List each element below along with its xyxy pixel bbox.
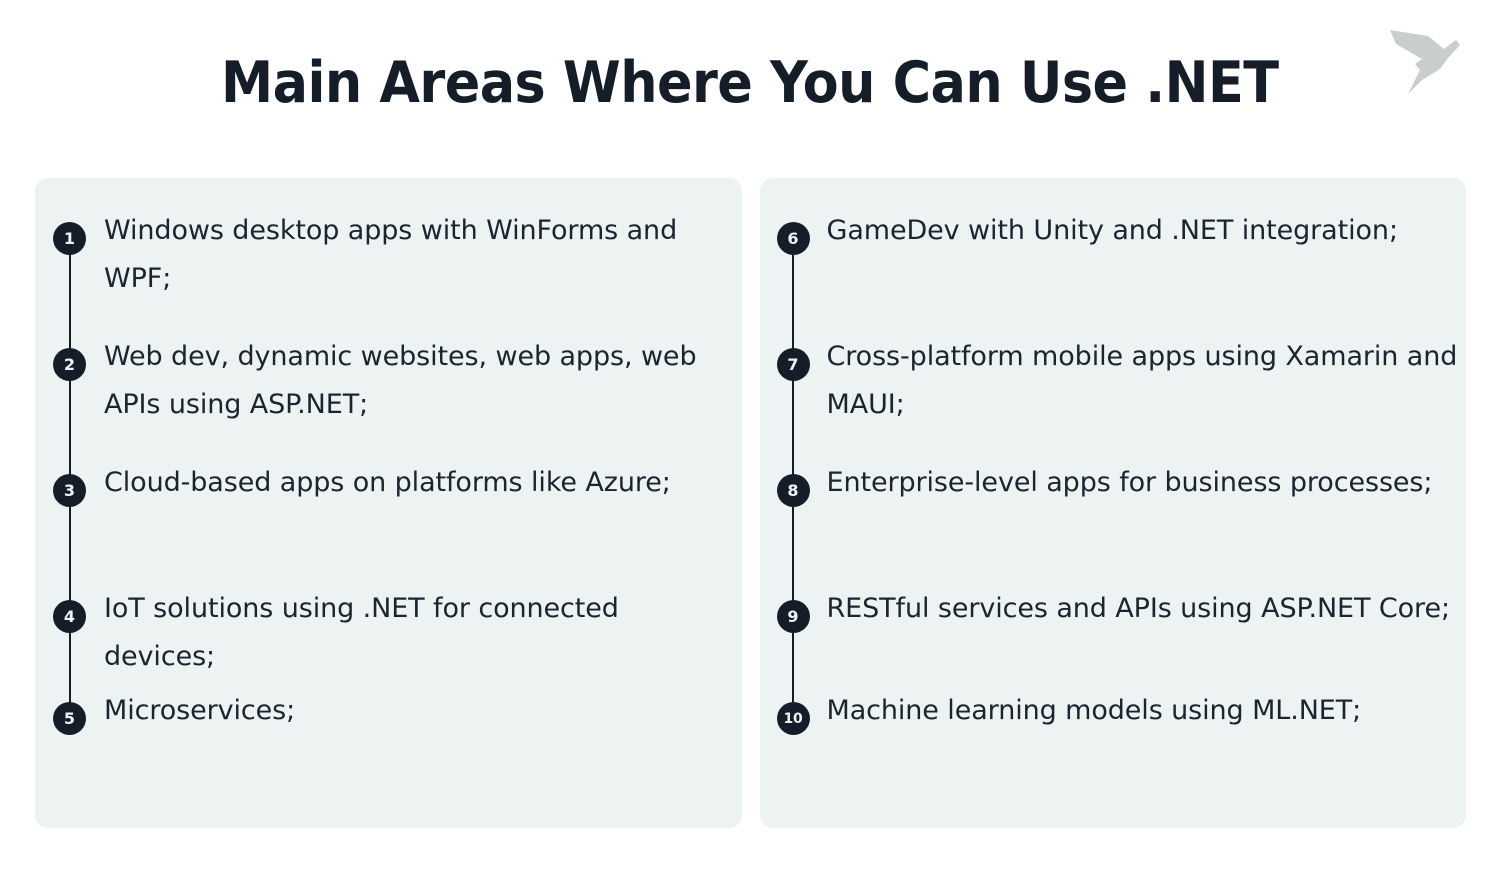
marker-column: 6 [760, 222, 827, 364]
list-item[interactable]: 8 Enterprise-level apps for business pro… [760, 467, 1467, 616]
list-item-text: Cloud-based apps on platforms like Azure… [104, 467, 671, 498]
marker-column: 4 [35, 600, 104, 718]
list-item[interactable]: 10 Machine learning models using ML.NET; [760, 695, 1467, 735]
list-item[interactable]: 2 Web dev, dynamic websites, web apps, w… [35, 341, 742, 490]
step-number-badge: 4 [53, 600, 86, 633]
left-timeline: 1 Windows desktop apps with WinForms and… [35, 215, 742, 828]
list-item-text: IoT solutions using .NET for connected d… [104, 593, 619, 672]
step-number-badge: 6 [776, 222, 810, 255]
marker-column: 3 [35, 474, 104, 616]
title-bar: Main Areas Where You Can Use .NET [0, 0, 1500, 168]
list-item-text: Windows desktop apps with WinForms and W… [104, 215, 678, 294]
list-item[interactable]: 1 Windows desktop apps with WinForms and… [35, 215, 742, 364]
list-item[interactable]: 3 Cloud-based apps on platforms like Azu… [35, 467, 742, 616]
marker-column: 10 [760, 702, 827, 735]
list-item-text: Machine learning models using ML.NET; [826, 695, 1362, 726]
step-number-badge: 9 [776, 600, 810, 633]
right-timeline: 6 GameDev with Unity and .NET integratio… [760, 215, 1467, 828]
timeline-connector [792, 364, 794, 490]
left-card: 1 Windows desktop apps with WinForms and… [35, 178, 742, 828]
right-card: 6 GameDev with Unity and .NET integratio… [759, 178, 1467, 828]
timeline-connector [68, 364, 71, 490]
step-number-badge: 2 [53, 348, 86, 381]
marker-column: 9 [760, 600, 827, 718]
step-number-badge: 5 [53, 702, 86, 735]
list-item-text: Enterprise-level apps for business proce… [826, 467, 1433, 498]
list-item-text: Web dev, dynamic websites, web apps, web… [104, 341, 697, 420]
timeline-connector [68, 616, 71, 718]
page-title: Main Areas Where You Can Use .NET [221, 50, 1279, 117]
timeline-connector [68, 490, 71, 616]
timeline-connector [792, 616, 794, 718]
step-number-badge: 10 [776, 702, 810, 735]
list-item-text: RESTful services and APIs using ASP.NET … [826, 593, 1451, 624]
content-area: 1 Windows desktop apps with WinForms and… [35, 178, 1466, 828]
list-item-text: Microservices; [104, 695, 296, 726]
list-item[interactable]: 7 Cross-platform mobile apps using Xamar… [760, 341, 1467, 490]
origami-bird-logo [1382, 18, 1478, 104]
list-item-text: Cross-platform mobile apps using Xamarin… [826, 341, 1458, 420]
list-item[interactable]: 6 GameDev with Unity and .NET integratio… [760, 215, 1467, 364]
marker-column: 8 [760, 474, 827, 616]
list-item[interactable]: 4 IoT solutions using .NET for connected… [35, 593, 742, 726]
marker-column: 2 [35, 348, 104, 490]
step-number-badge: 7 [776, 348, 810, 381]
list-item[interactable]: 5 Microservices; [35, 695, 742, 735]
marker-column: 1 [35, 222, 104, 364]
marker-column: 7 [760, 348, 827, 490]
list-item-text: GameDev with Unity and .NET integration; [826, 215, 1399, 246]
list-item[interactable]: 9 RESTful services and APIs using ASP.NE… [760, 593, 1467, 726]
timeline-connector [792, 490, 794, 616]
timeline-connector [792, 238, 794, 364]
step-number-badge: 1 [53, 222, 86, 255]
step-number-badge: 3 [53, 474, 86, 507]
timeline-connector [68, 238, 71, 364]
step-number-badge: 8 [776, 474, 810, 507]
marker-column: 5 [35, 702, 104, 735]
